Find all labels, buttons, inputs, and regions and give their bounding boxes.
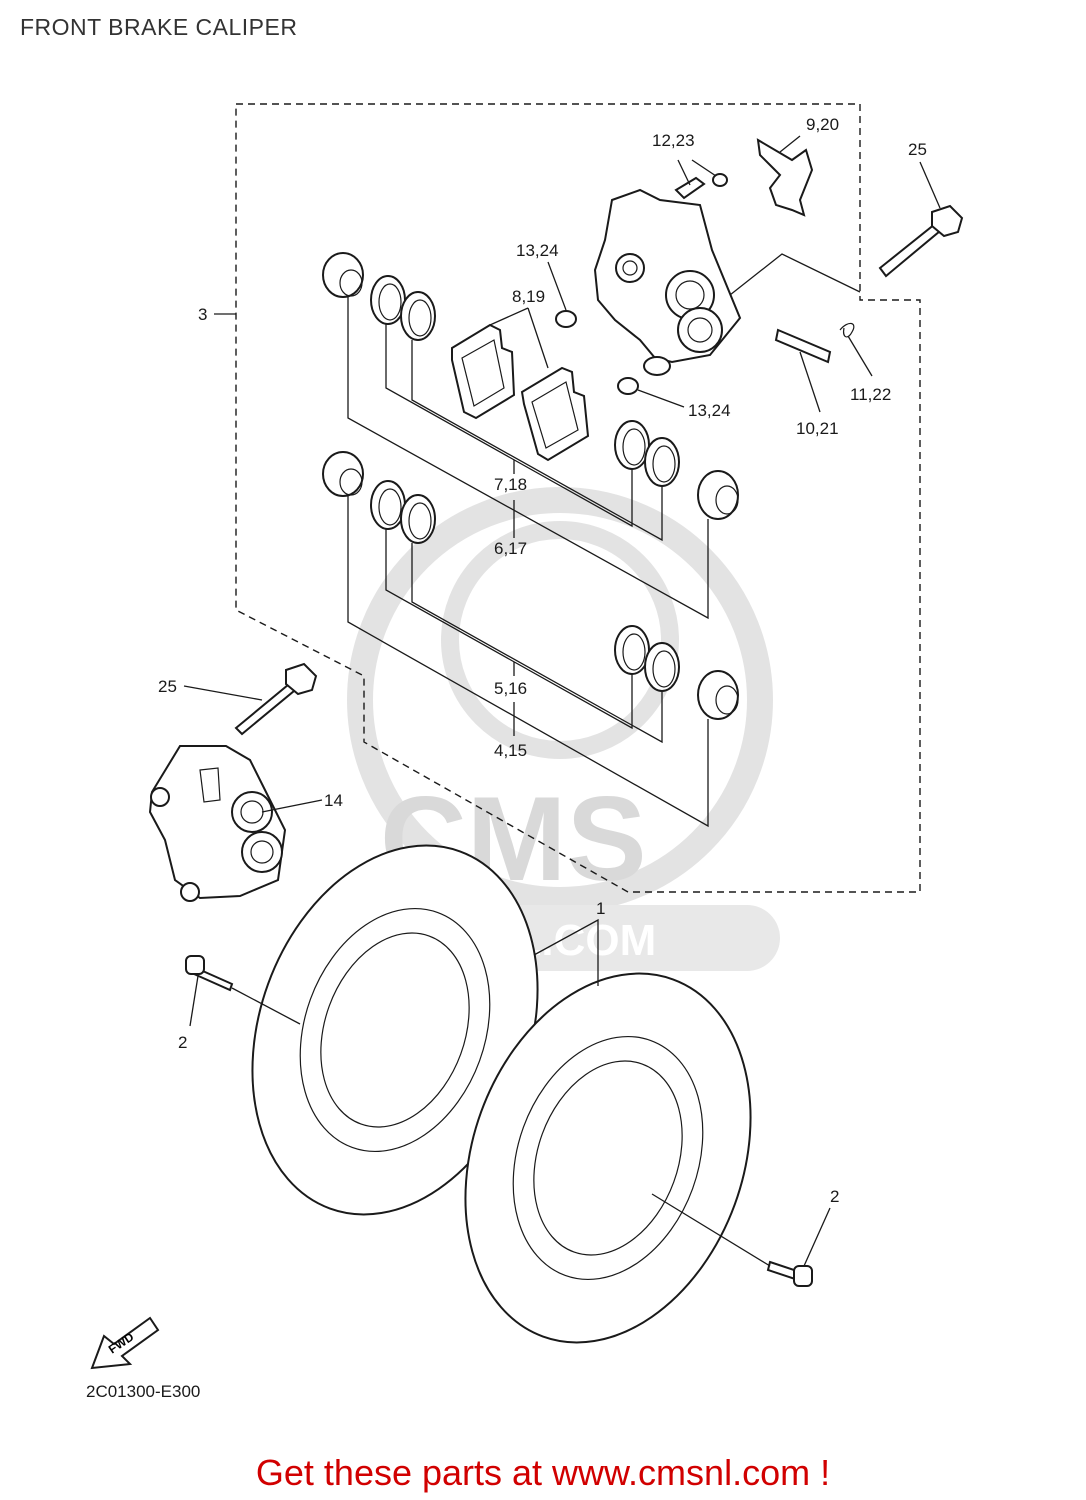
callout-14: 14 xyxy=(324,791,343,810)
callout-2-upper: 2 xyxy=(178,1033,187,1052)
right-caliper xyxy=(547,135,873,413)
brake-disc-front xyxy=(251,844,539,1216)
upper-seal-set xyxy=(322,252,739,520)
callout-11-22: 11,22 xyxy=(850,385,891,404)
callout-13-24-lower: 13,24 xyxy=(688,401,731,420)
callout-5-16: 5,16 xyxy=(494,679,527,698)
callout-9-20: 9,20 xyxy=(806,115,839,134)
footer-link-text[interactable]: Get these parts at www.cmsnl.com ! xyxy=(255,1452,831,1493)
fwd-arrow: FWD xyxy=(90,1316,160,1370)
disc-leader-lines xyxy=(533,918,599,986)
lower-seal-set xyxy=(322,451,739,720)
page-title: FRONT BRAKE CALIPER xyxy=(20,14,298,40)
diagram-code: 2C01300-E300 xyxy=(86,1382,201,1401)
callout-12-23: 12,23 xyxy=(652,131,695,150)
callout-8-19: 8,19 xyxy=(512,287,545,306)
callout-2-lower: 2 xyxy=(830,1187,839,1206)
brake-pads xyxy=(451,307,590,462)
left-mount-bolt xyxy=(183,662,318,736)
callout-labels: 1 2 2 3 4,15 5,16 6,17 7,18 8,19 9,20 10… xyxy=(158,115,927,1206)
seal-leader-lines xyxy=(347,297,709,828)
brake-disc-rear xyxy=(464,972,752,1344)
callout-25-right: 25 xyxy=(908,140,927,159)
assembly-outline xyxy=(214,103,921,893)
callout-25-left: 25 xyxy=(158,677,177,696)
callout-1: 1 xyxy=(596,899,605,918)
disc-bolt-upper xyxy=(185,955,301,1027)
disc-bolt-lower xyxy=(651,1193,831,1287)
callout-10-21: 10,21 xyxy=(796,419,839,438)
callout-3: 3 xyxy=(198,305,207,324)
callout-7-18: 7,18 xyxy=(494,475,527,494)
left-caliper xyxy=(148,745,323,902)
callout-6-17: 6,17 xyxy=(494,539,527,558)
right-mount-bolt xyxy=(878,161,964,278)
callout-4-15: 4,15 xyxy=(494,741,527,760)
callout-13-24-upper: 13,24 xyxy=(516,241,559,260)
